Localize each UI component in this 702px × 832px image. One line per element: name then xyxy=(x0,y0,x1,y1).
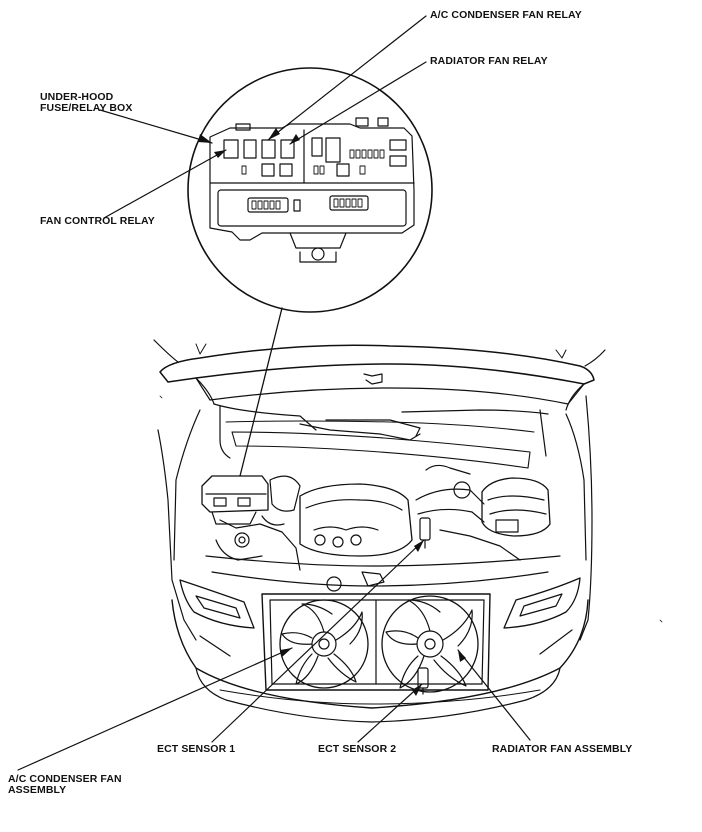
hood xyxy=(160,345,594,384)
leader-ac-relay xyxy=(268,16,426,140)
label-fan-control-relay: FAN CONTROL RELAY xyxy=(40,215,155,227)
label-ect-sensor-1: ECT SENSOR 1 xyxy=(157,743,236,755)
label-radiator-fan-assembly: RADIATOR FAN ASSEMBLY xyxy=(492,743,633,755)
ac-condenser-fan-part xyxy=(280,600,368,688)
label-under-hood-fuse-relay-box: UNDER-HOOD FUSE/RELAY BOX xyxy=(40,92,132,114)
leader-ect-sensor-1 xyxy=(212,540,424,742)
leader-ac-condenser-fan-assembly xyxy=(18,648,292,770)
leader-ect-sensor-2 xyxy=(358,684,422,742)
headlight-left xyxy=(180,580,254,628)
magnifier-circle xyxy=(188,68,432,312)
radiator-frame xyxy=(262,594,490,690)
ect-sensor-1-part xyxy=(420,518,430,548)
leader-fuse-box xyxy=(100,110,212,143)
label-under-hood-line2: FUSE/RELAY BOX xyxy=(40,102,133,114)
label-ac-condenser-line2: ASSEMBLY xyxy=(8,784,67,796)
magnifier-detail xyxy=(188,68,432,312)
label-under-hood-line1: UNDER-HOOD xyxy=(40,91,114,103)
front-bumper xyxy=(172,600,588,708)
label-ect-sensor-2: ECT SENSOR 2 xyxy=(318,743,397,755)
leader-fan-control-relay xyxy=(104,150,226,218)
label-radiator-fan-relay: RADIATOR FAN RELAY xyxy=(430,55,548,67)
engine-cover xyxy=(300,484,412,556)
leader-radiator-relay xyxy=(290,62,426,144)
relays-row xyxy=(224,138,406,166)
ect-sensor-2-part xyxy=(418,668,428,694)
label-ac-condenser-fan-assembly: A/C CONDENSER FAN ASSEMBLY xyxy=(8,774,122,796)
zoom-leader-line xyxy=(240,308,282,476)
car-front-view xyxy=(154,340,662,722)
under-hood-fuse-box xyxy=(202,476,268,524)
leader-lines xyxy=(18,16,530,770)
leader-radiator-fan-assembly xyxy=(458,650,530,740)
label-ac-condenser-fan-relay: A/C CONDENSER FAN RELAY xyxy=(430,9,582,21)
radiator-fan-part xyxy=(382,596,478,692)
headlight-right xyxy=(504,578,580,628)
air-cleaner-box xyxy=(482,478,550,536)
label-ac-condenser-line1: A/C CONDENSER FAN xyxy=(8,773,122,785)
